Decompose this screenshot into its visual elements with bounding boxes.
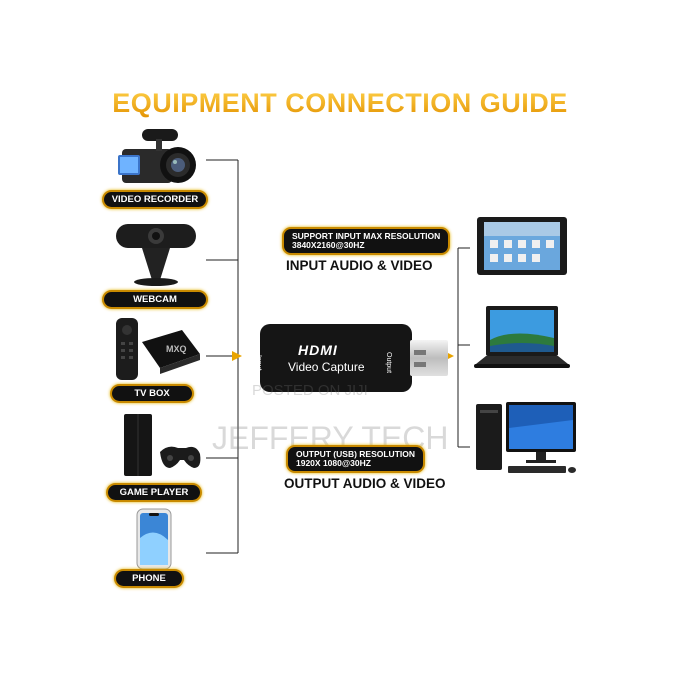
output-resolution-value: 1920X 1080@30HZ [296,458,371,468]
watermark-posted: POSTED ON JIJI [252,382,368,399]
input-label-video-recorder: VIDEO RECORDER [104,192,206,207]
input-label-tv-box: TV BOX [112,386,192,401]
game-console-icon [124,414,201,476]
hdmi-brand-text: HDMI [298,342,338,358]
output-section-heading: OUTPUT AUDIO & VIDEO [284,476,446,491]
output-resolution-title: OUTPUT (USB) RESOLUTION [296,449,415,459]
laptop-icon [474,306,570,368]
desktop-computer-icon [476,402,576,473]
input-resolution-value: 3840X2160@30HZ [292,240,365,250]
input-label-game-player: GAME PLAYER [108,485,200,500]
smartphone-icon [136,508,172,570]
input-resolution-badge: SUPPORT INPUT MAX RESOLUTION 3840X2160@3… [284,229,449,253]
webcam-icon [116,224,196,286]
output-resolution-badge: OUTPUT (USB) RESOLUTION 1920X 1080@30HZ [288,447,423,471]
input-port-label: Input [255,355,262,371]
hdmi-capture-device [260,324,448,392]
input-label-phone: PHONE [116,571,182,586]
device-name-text: Video Capture [288,360,365,374]
video-camera-icon [118,129,196,183]
svg-text:MXQ: MXQ [166,344,187,354]
tv-box-icon: MXQ [116,318,200,380]
input-label-webcam: WEBCAM [104,292,206,307]
page-title: EQUIPMENT CONNECTION GUIDE [0,88,680,119]
output-port-label: Output [385,352,392,374]
input-resolution-title: SUPPORT INPUT MAX RESOLUTION [292,231,441,241]
input-section-heading: INPUT AUDIO & VIDEO [286,258,433,273]
tablet-icon [477,217,567,275]
